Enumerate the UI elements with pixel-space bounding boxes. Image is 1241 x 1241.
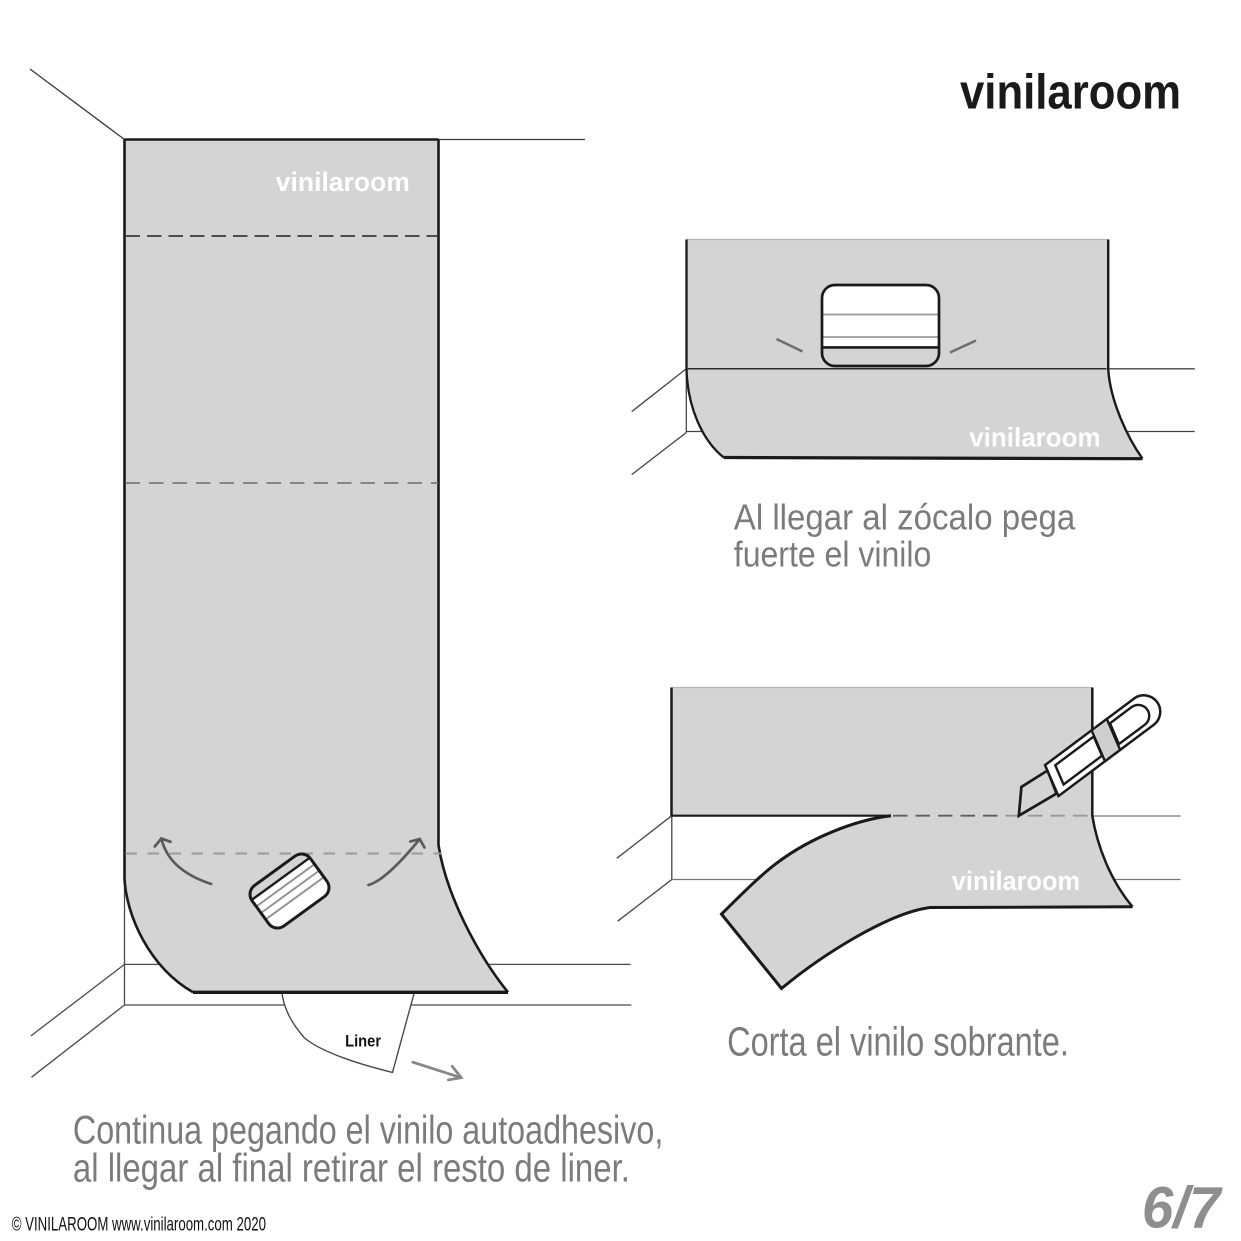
svg-text:fuerte el vinilo: fuerte el vinilo [734, 534, 932, 575]
svg-text:Al llegar al zócalo pega: Al llegar al zócalo pega [734, 497, 1076, 538]
svg-text:vinilaroom: vinilaroom [969, 423, 1100, 453]
svg-text:al llegar al final retirar el: al llegar al final retirar el resto de l… [73, 1146, 630, 1190]
svg-text:vinilaroom: vinilaroom [276, 167, 410, 197]
svg-text:vinilaroom: vinilaroom [952, 866, 1080, 896]
svg-text:6/7: 6/7 [1142, 1175, 1223, 1240]
svg-text:Liner: Liner [345, 1032, 381, 1051]
svg-text:Corta el vinilo sobrante.: Corta el vinilo sobrante. [727, 1019, 1069, 1065]
svg-text:vinilaroom: vinilaroom [960, 66, 1181, 120]
svg-text:© VINILAROOM www.vinilaroom.co: © VINILAROOM www.vinilaroom.com 2020 [12, 1214, 266, 1235]
svg-text:Continua pegando el vinilo aut: Continua pegando el vinilo autoadhesivo, [73, 1109, 663, 1153]
